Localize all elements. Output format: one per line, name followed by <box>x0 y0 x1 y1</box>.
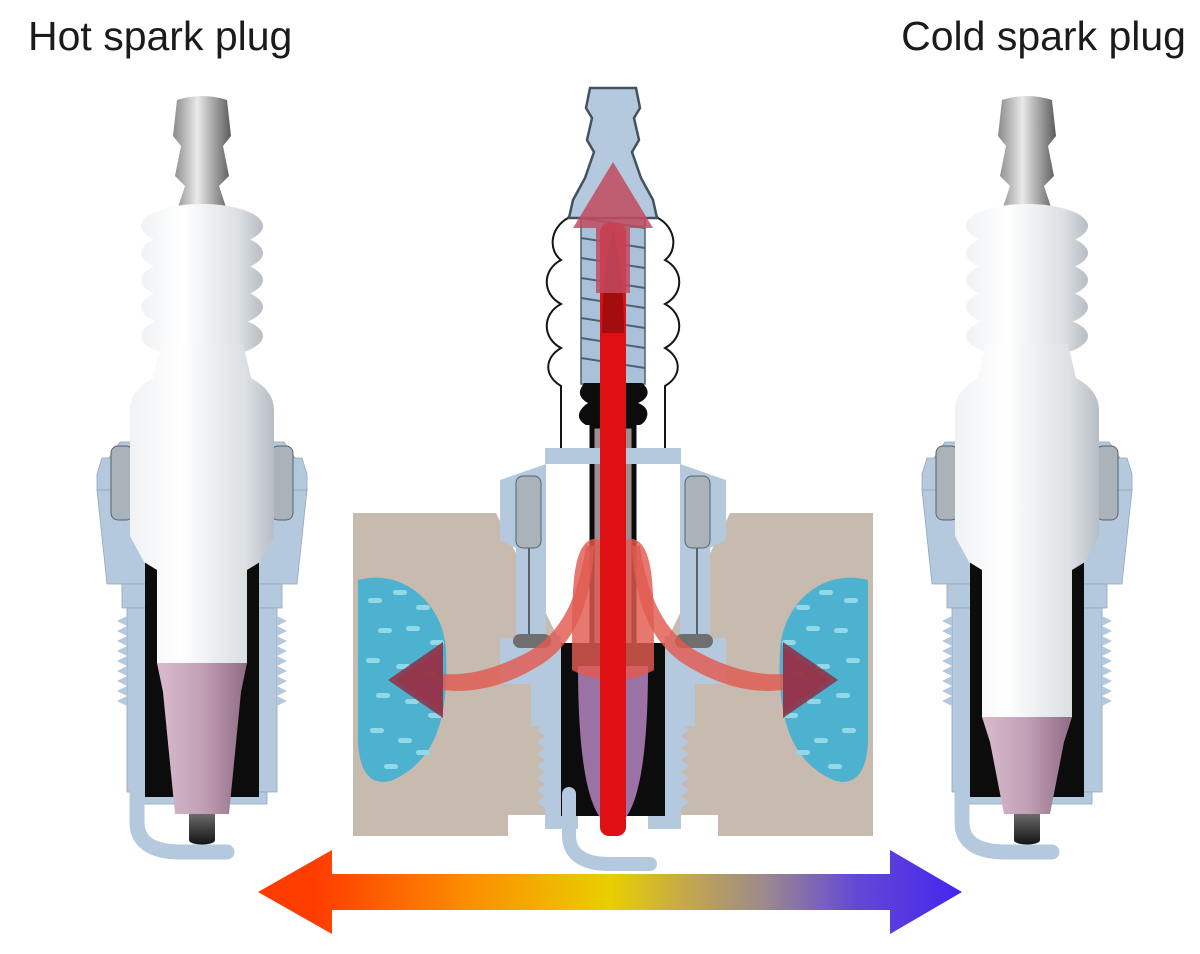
cold-plug-terminal <box>998 96 1056 210</box>
hot-plug-insulator-nose <box>157 663 247 814</box>
terminal-cap <box>567 86 659 220</box>
gradient-double-arrow <box>258 850 962 934</box>
hot-plug-thread-teeth-left <box>117 616 127 706</box>
cross-section-ground-electrode <box>562 787 657 871</box>
cold-plug-crimp-seals <box>935 445 1119 521</box>
heat-flow-cross-section-figure <box>353 86 873 871</box>
cold-plug-insulator <box>955 204 1099 717</box>
cold-plug-thread-teeth-right <box>1102 616 1112 706</box>
cold-spark-plug-figure <box>921 96 1133 860</box>
hot-plug-insulator <box>130 204 274 663</box>
hot-spark-plug-figure <box>96 96 308 860</box>
hot-plug-ground-electrode <box>129 772 235 860</box>
cold-spark-plug-label: Cold spark plug <box>901 13 1186 59</box>
heat-column <box>600 223 626 836</box>
hot-plug-terminal <box>173 96 231 210</box>
cold-plug-center-electrode <box>1014 814 1040 845</box>
cold-plug-ground-electrode <box>954 772 1060 860</box>
cold-plug-insulator-nose <box>982 717 1072 814</box>
cold-plug-thread-teeth-left <box>942 616 952 706</box>
cross-section-shell <box>500 448 727 829</box>
hot-plug-thread-teeth-right <box>277 616 287 706</box>
heat-up-arrow <box>573 162 653 293</box>
hot-plug-center-electrode <box>189 814 215 845</box>
temperature-gradient-arrow <box>258 850 962 934</box>
hot-spark-plug-label: Hot spark plug <box>28 13 293 59</box>
